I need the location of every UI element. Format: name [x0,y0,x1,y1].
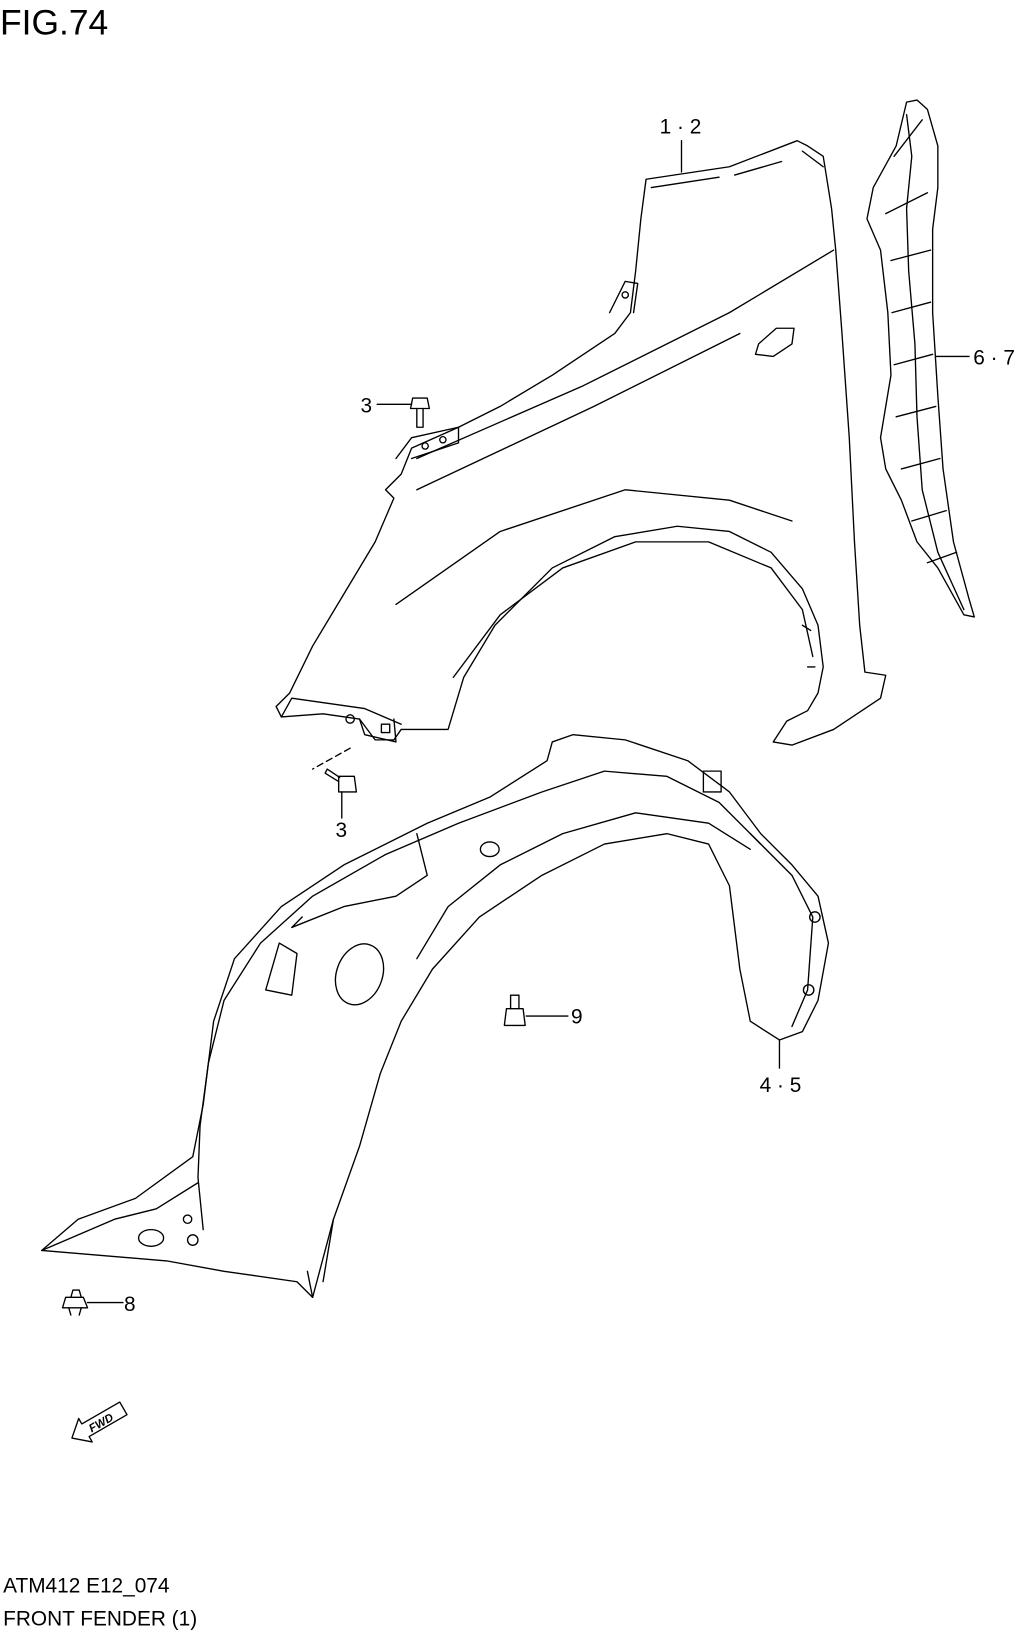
fender-liner-part[interactable] [41,733,830,1299]
callout-label: 3 [361,395,373,418]
clip-part[interactable] [61,1289,89,1316]
bolt-part[interactable] [324,768,358,793]
forward-arrow-icon: FWD [71,1401,128,1443]
bolt-part[interactable] [503,994,526,1027]
figure-name: FRONT FENDER (1) [3,1608,197,1631]
figure-title: FIG.74 [0,2,108,42]
callout-label: 9 [571,1005,583,1028]
figure-code: ATM412 E12_074 [3,1574,169,1597]
callout-label: 8 [124,1293,136,1316]
fender-seal-part[interactable] [866,99,975,618]
callout-label: 3 [336,819,348,842]
front-fender-part[interactable] [275,140,887,746]
callout-label: 6 · 7 [973,347,1015,370]
bolt-part[interactable] [409,397,431,428]
callout-label: 4 · 5 [760,1074,802,1097]
callout-label: 1 · 2 [660,115,702,138]
